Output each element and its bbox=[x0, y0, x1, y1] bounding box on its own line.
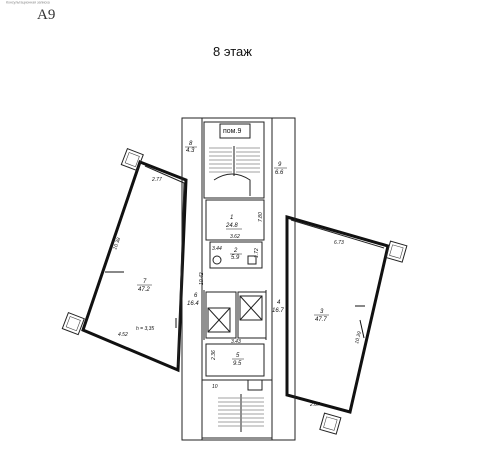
dim-10-38: 10.38 bbox=[112, 237, 122, 251]
right-bottom-bay bbox=[319, 412, 342, 435]
dim-1-72: 1.72 bbox=[254, 248, 260, 258]
dim-3-43: 3.43 bbox=[231, 339, 241, 345]
dim-h: h = 3,35 bbox=[136, 326, 154, 332]
room-6-area: 16.4 bbox=[187, 301, 199, 307]
room-5-area: 9.5 bbox=[233, 361, 242, 367]
room-4-area: 16.7 bbox=[272, 308, 284, 314]
dim-10: 10 bbox=[212, 384, 218, 390]
room-5-number: 5 bbox=[236, 353, 240, 359]
central-core: пом.9 1 24.8 2 5.9 bbox=[181, 117, 296, 441]
dim-2-77: 2.77 bbox=[151, 177, 162, 183]
dim-3-44: 3.44 bbox=[212, 246, 222, 252]
left-wing bbox=[61, 148, 188, 373]
floor-title: 8 этаж bbox=[213, 44, 252, 59]
left-bottom-bay bbox=[61, 312, 85, 336]
room-9-area: 6.6 bbox=[275, 170, 284, 176]
dimension-labels: 2.77 10.38 4.52 h = 3,35 3.62 7.80 3.44 … bbox=[112, 177, 363, 408]
room-8-number: 8 bbox=[189, 141, 193, 147]
right-wing bbox=[285, 215, 408, 435]
dim-2-36: 2.36 bbox=[211, 350, 217, 361]
corner-label: А9 bbox=[37, 7, 55, 23]
dim-3-62: 3.62 bbox=[230, 234, 240, 240]
top-stairs bbox=[209, 146, 260, 196]
small-note: Консультационная записка bbox=[6, 1, 50, 5]
dim-10-39: 10.39 bbox=[354, 331, 363, 345]
dim-4-52: 4.52 bbox=[118, 332, 128, 338]
room-3-number: 3 bbox=[320, 309, 324, 315]
bottom-stairs bbox=[218, 394, 264, 432]
dim-10-42: 10.42 bbox=[199, 272, 205, 285]
room-3-area: 47.7 bbox=[315, 317, 327, 323]
room-2-number: 2 bbox=[233, 248, 238, 254]
toilet-icon bbox=[212, 255, 222, 265]
room-pom9-label: пом.9 bbox=[223, 128, 241, 135]
right-top-bay bbox=[385, 240, 408, 263]
room-7-area: 47.2 bbox=[138, 287, 150, 293]
room-4-number: 4 bbox=[277, 300, 281, 306]
elevator-shafts bbox=[205, 291, 267, 339]
room-2-area: 5.9 bbox=[231, 255, 240, 261]
room-1-area: 24.8 bbox=[225, 223, 238, 229]
room-8-area: 4.3 bbox=[186, 148, 195, 154]
room-6-number: 6 bbox=[194, 293, 198, 299]
room-1-number: 1 bbox=[230, 215, 233, 221]
sink-icon bbox=[247, 255, 257, 265]
dim-6-73: 6.73 bbox=[334, 240, 344, 246]
room-9-number: 9 bbox=[278, 162, 282, 168]
room-7-number: 7 bbox=[143, 279, 147, 285]
dim-7-80: 7.80 bbox=[258, 212, 264, 222]
left-top-bay bbox=[120, 148, 144, 172]
dim-2-67: 2.67 bbox=[309, 402, 320, 408]
